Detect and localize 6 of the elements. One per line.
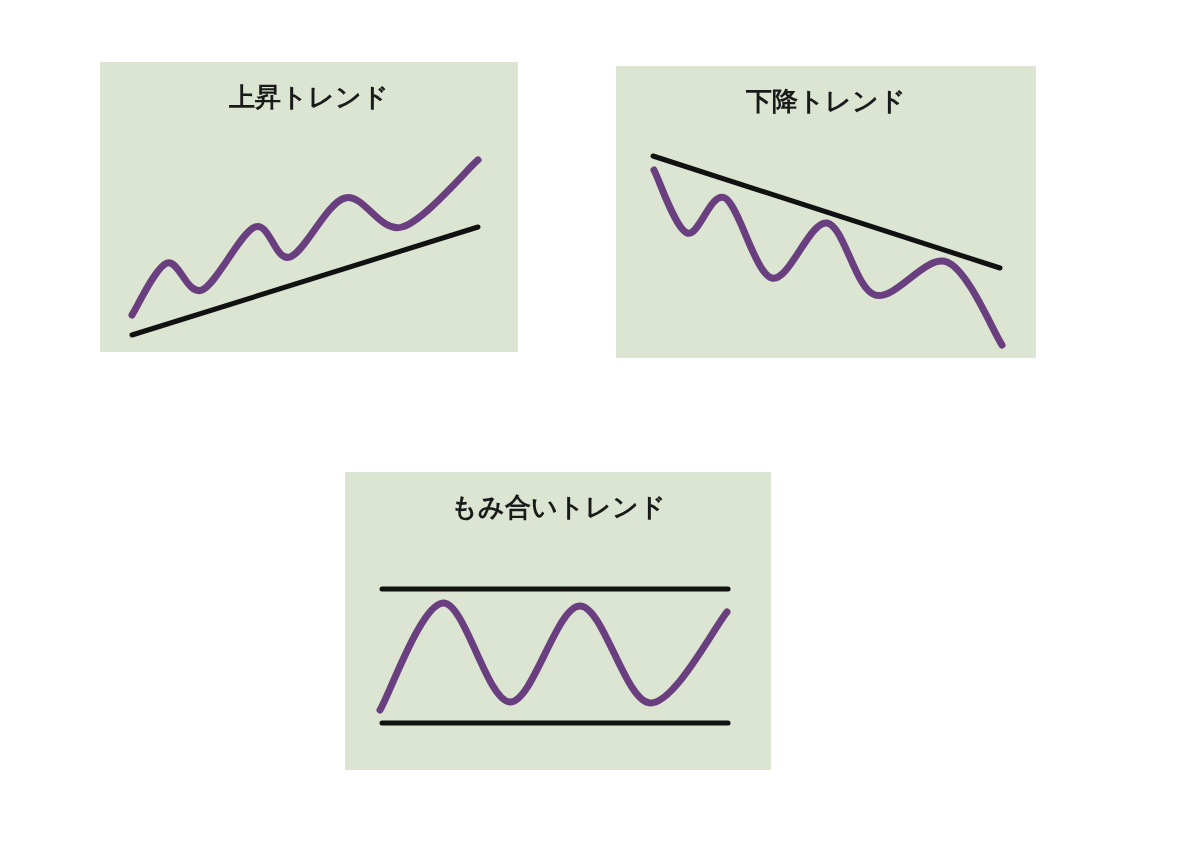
chart-panel [345, 472, 771, 770]
panel-title: もみ合いトレンド [450, 492, 666, 524]
chart-panel [100, 62, 518, 352]
chart-panel [616, 66, 1036, 358]
panel-title: 下降トレンド [746, 86, 906, 118]
panel-title: 上昇トレンド [229, 82, 389, 114]
